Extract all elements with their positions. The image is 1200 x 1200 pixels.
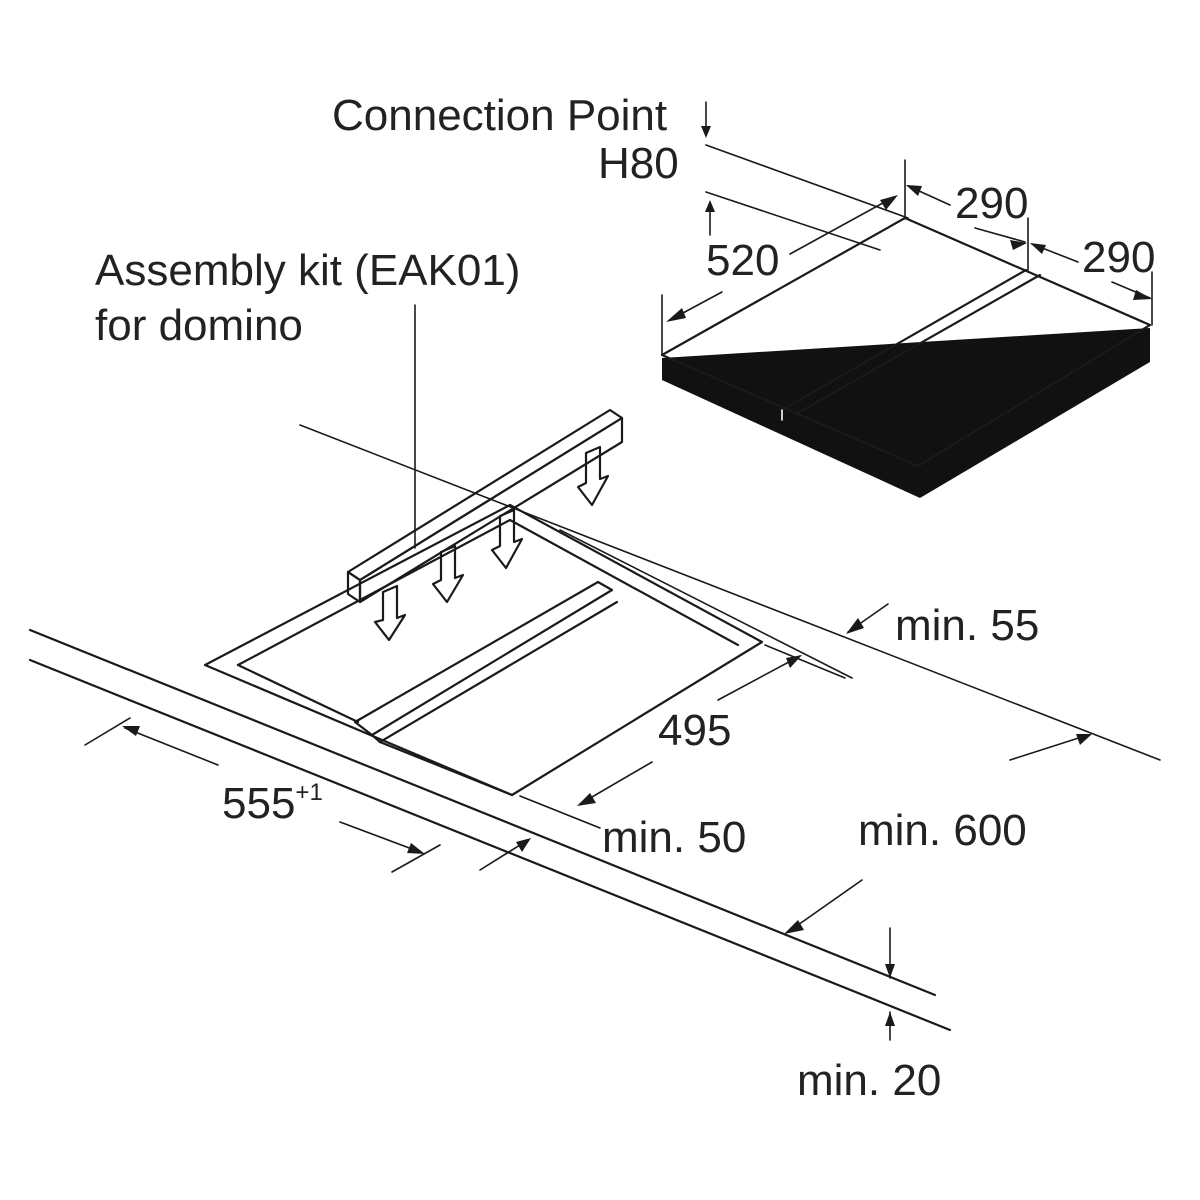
label-min-55: min. 55 xyxy=(895,601,1039,650)
label-290-right: 290 xyxy=(1082,233,1155,282)
hob-top-surface xyxy=(660,216,1152,468)
label-555-tolerance: +1 xyxy=(295,779,322,806)
worktop-back-line xyxy=(299,424,1161,761)
cutout-center-bar xyxy=(353,580,614,737)
down-arrow-icon xyxy=(373,584,407,642)
hob-side-band xyxy=(662,328,1150,498)
cutout-outline xyxy=(203,503,764,797)
down-arrow-icon xyxy=(576,445,610,507)
label-for-domino: for domino xyxy=(95,301,303,350)
fixing-arrows xyxy=(373,445,610,642)
worktop-front-edge-bottom xyxy=(28,658,952,1032)
label-520: 520 xyxy=(706,236,779,285)
hob-divider-line-2 xyxy=(794,273,1042,416)
label-290-left: 290 xyxy=(955,179,1028,228)
assembly-kit-bar xyxy=(346,304,624,604)
label-assembly-kit: Assembly kit (EAK01) xyxy=(95,246,520,295)
worktop-rear-line xyxy=(559,529,853,679)
label-min-50: min. 50 xyxy=(602,813,746,862)
label-h80: H80 xyxy=(598,139,679,188)
arrow-up-icon xyxy=(705,200,715,212)
hob-divider-line xyxy=(780,268,1028,412)
label-connection-point: Connection Point xyxy=(332,91,667,140)
label-min-600: min. 600 xyxy=(858,806,1027,855)
hob-dimension-lines xyxy=(661,101,1153,356)
cutout xyxy=(203,503,764,797)
down-arrow-icon xyxy=(490,508,524,570)
label-555: 555+1 xyxy=(222,779,323,828)
label-555-value: 555 xyxy=(222,779,295,828)
domino-hob xyxy=(660,216,1152,498)
down-arrow-icon xyxy=(431,544,465,604)
arrow-down-icon xyxy=(701,126,711,138)
worktop-front-edge-top xyxy=(28,628,937,997)
label-495: 495 xyxy=(658,706,731,755)
countertop xyxy=(28,424,1161,1032)
bottom-dimension-lines xyxy=(84,603,1092,1041)
label-min-20: min. 20 xyxy=(797,1056,941,1105)
